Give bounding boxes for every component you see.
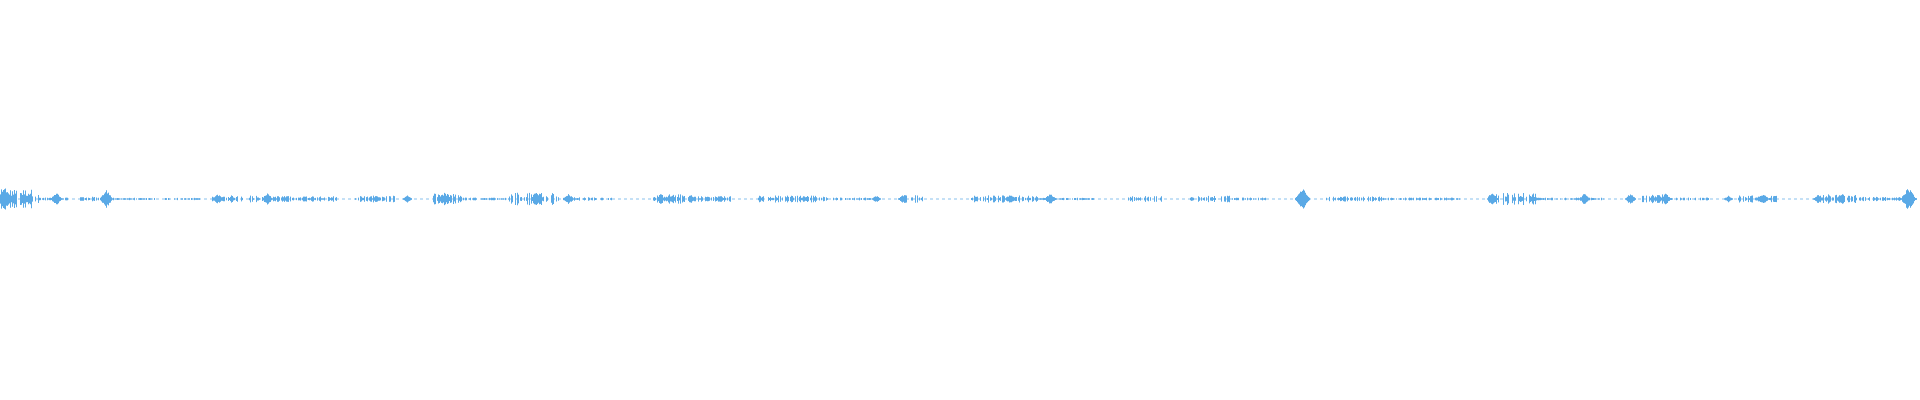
waveform-bars bbox=[0, 188, 1917, 210]
